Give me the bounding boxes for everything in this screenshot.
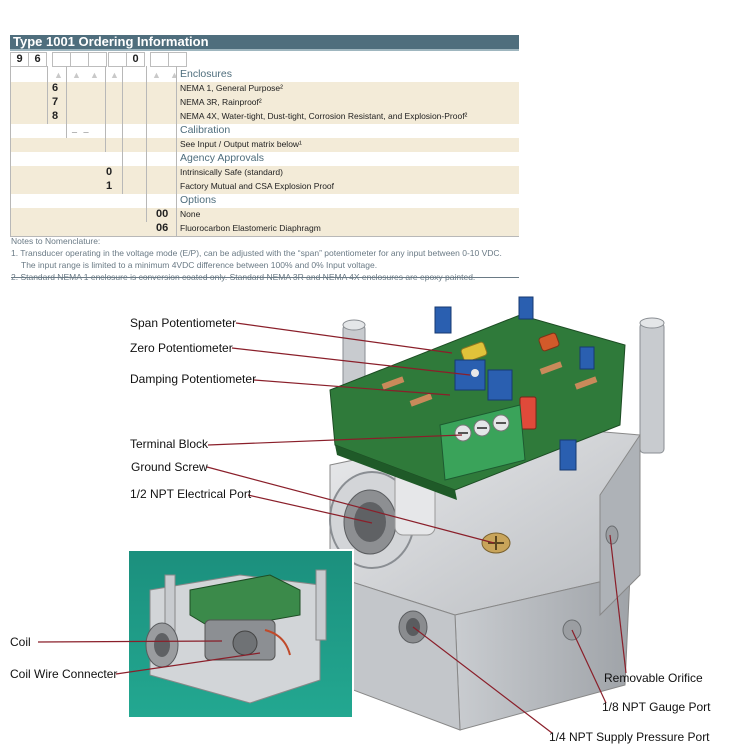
arrow-placeholder-icon: ▲ (110, 70, 119, 80)
grid-line (66, 66, 67, 138)
code-digit-8 (150, 52, 169, 67)
options-option-row: 00 None (10, 208, 519, 222)
enclosure-option-row: 6 NEMA 1, General Purpose² (10, 82, 519, 96)
option-text: NEMA 1, General Purpose² (180, 83, 283, 93)
ordering-title-bar: Type 1001 Ordering Information (10, 34, 519, 51)
grid-line (10, 66, 11, 236)
option-text: None (180, 209, 201, 219)
code-digit-2: 6 (28, 52, 47, 67)
agency-header-row: Agency Approvals (10, 152, 519, 166)
callout-coil-wire-connecter: Coil Wire Connecter (10, 667, 118, 681)
circuit-board (329, 314, 626, 500)
code-digit-9 (168, 52, 187, 67)
callout-ground-screw: Ground Screw (131, 460, 208, 474)
callout-removable-orifice: Removable Orifice (604, 671, 703, 685)
code-digit-4 (70, 52, 89, 67)
option-text: Intrinsically Safe (standard) (180, 167, 283, 177)
arrow-placeholder-icon: ▲ (90, 70, 99, 80)
options-header-row: Options (10, 194, 519, 208)
option-text: Factory Mutual and CSA Explosion Proof (180, 181, 335, 191)
grid-line (122, 66, 123, 194)
option-code: 06 (156, 222, 169, 234)
options-label: Options (180, 194, 217, 206)
grid-line (47, 66, 48, 124)
arrow-placeholder-icon: ▲ (152, 70, 161, 80)
notes-heading: Notes to Nomenclature: (11, 236, 101, 246)
option-code: 8 (52, 110, 59, 122)
code-digit-1: 9 (10, 52, 29, 67)
arrow-placeholder-icon: ▲ (170, 70, 179, 80)
notes-underline (11, 277, 519, 278)
nomenclature-notes: Notes to Nomenclature: 1. Transducer ope… (11, 235, 531, 283)
options-option-row: 06 Fluorocarbon Elastomeric Diaphragm (10, 222, 519, 236)
option-code: 00 (156, 208, 169, 220)
callout-gauge-port: 1/8 NPT Gauge Port (602, 700, 711, 714)
enclosures-header-row: ▲ ▲ ▲ ▲ ▲ ▲ Enclosures (10, 68, 519, 82)
ordering-title: Type 1001 Ordering Information (13, 34, 209, 49)
grid-line (105, 66, 106, 152)
note-1a: 1. Transducer operating in the voltage m… (11, 248, 502, 258)
callout-coil: Coil (10, 635, 31, 649)
option-code: 6 (52, 82, 59, 94)
option-text: Fluorocarbon Elastomeric Diaphragm (180, 223, 321, 233)
agency-label: Agency Approvals (180, 152, 265, 164)
note-1b: The input range is limited to a minimum … (21, 260, 378, 270)
calibration-header-row: _ _ Calibration (10, 124, 519, 138)
calibration-code: _ _ (72, 124, 91, 134)
enclosure-option-row: 8 NEMA 4X, Water-tight, Dust-tight, Corr… (10, 110, 519, 124)
table-bottom-rule (10, 236, 519, 237)
option-text: NEMA 3R, Rainproof² (180, 97, 262, 107)
enclosures-label: Enclosures (180, 68, 232, 80)
coil-inset-photo (127, 549, 354, 719)
code-digit-3 (52, 52, 71, 67)
callout-zero-potentiometer: Zero Potentiometer (130, 341, 233, 355)
grid-line (146, 66, 147, 222)
enclosure-option-row: 7 NEMA 3R, Rainproof² (10, 96, 519, 110)
grid-line (176, 66, 177, 236)
callout-leader-lines (37, 322, 627, 734)
calibration-label: Calibration (180, 124, 231, 136)
callout-terminal-block: Terminal Block (130, 437, 209, 451)
code-row: 9 6 0 (10, 52, 519, 67)
terminal-block (439, 404, 526, 481)
code-digit-6 (108, 52, 127, 67)
ground-screw (481, 532, 511, 554)
code-digit-5 (88, 52, 107, 67)
code-digit-7: 0 (126, 52, 145, 67)
callout-span-potentiometer: Span Potentiometer (130, 316, 237, 330)
option-code: 0 (106, 166, 113, 178)
transducer-illustration (37, 296, 665, 734)
option-code: 7 (52, 96, 59, 108)
arrow-placeholder-icon: ▲ (72, 70, 81, 80)
agency-option-row: 1 Factory Mutual and CSA Explosion Proof (10, 180, 519, 194)
calibration-option-row: See Input / Output matrix below¹ (10, 138, 519, 152)
agency-option-row: 0 Intrinsically Safe (standard) (10, 166, 519, 180)
callout-electrical-port: 1/2 NPT Electrical Port (130, 487, 252, 501)
arrow-placeholder-icon: ▲ (54, 70, 63, 80)
callout-supply-pressure-port: 1/4 NPT Supply Pressure Port (549, 730, 710, 744)
transducer-housing (329, 424, 641, 731)
option-text: NEMA 4X, Water-tight, Dust-tight, Corros… (180, 111, 468, 121)
option-code: 1 (106, 180, 113, 192)
option-text: See Input / Output matrix below¹ (180, 139, 302, 149)
callout-damping-potentiometer: Damping Potentiometer (130, 372, 257, 386)
